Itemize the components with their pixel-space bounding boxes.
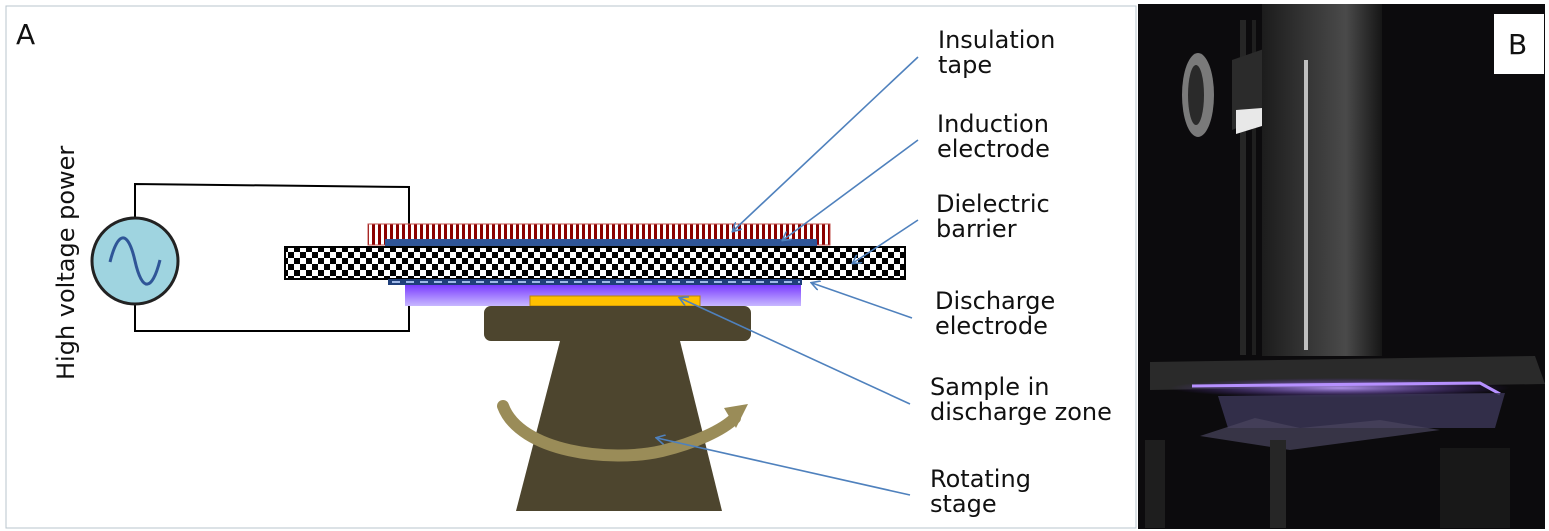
panel-b-label-box	[1494, 14, 1544, 74]
high-voltage-power-label: High voltage power	[52, 146, 80, 380]
upper-wire	[134, 182, 410, 246]
photo-stage-right	[1440, 448, 1510, 528]
photo-pillar	[1262, 4, 1382, 356]
circuit-wires	[134, 182, 410, 332]
label-stage-1: Rotating	[930, 465, 1031, 493]
label-induction-1: Induction	[937, 110, 1049, 138]
arrow-insulation-tape	[733, 56, 919, 231]
arrow-sample	[680, 298, 911, 405]
label-discharge-2: electrode	[935, 312, 1048, 340]
photo-pillar-highlight	[1304, 60, 1308, 350]
panel-b-photo: B	[1138, 4, 1545, 529]
photo-stage-left	[1145, 440, 1165, 528]
photo-plasma-line	[1191, 381, 1501, 396]
label-dielectric-2: barrier	[936, 215, 1017, 243]
photo-bracket-highlight	[1236, 108, 1262, 134]
arrow-induction-electrode	[783, 139, 919, 240]
panel-a-letter: A	[16, 18, 35, 51]
sample	[529, 295, 701, 307]
rotation-arrow-icon	[497, 400, 748, 462]
leader-arrows	[657, 56, 919, 496]
photo-rail	[1252, 20, 1256, 355]
label-sample-2: discharge zone	[930, 398, 1112, 426]
photo-rail	[1240, 20, 1246, 355]
dielectric-barrier	[284, 246, 906, 280]
photo-sample-tray	[1200, 418, 1440, 450]
photo-knob-center	[1188, 65, 1204, 125]
label-dielectric-1: Dielectric	[936, 190, 1050, 218]
arrow-rotating-stage	[657, 438, 911, 496]
discharge-electrode	[388, 279, 802, 285]
lower-wire	[134, 282, 410, 332]
panel-b-letter: B	[1508, 28, 1527, 61]
arrow-dielectric-barrier	[853, 219, 919, 263]
photo-discharge-zone	[1218, 393, 1505, 428]
label-discharge-1: Discharge	[935, 287, 1055, 315]
label-insulation-2: tape	[938, 51, 992, 79]
rotating-stage	[484, 306, 751, 511]
ac-power-source-icon	[90, 216, 180, 306]
label-sample-1: Sample in	[930, 373, 1050, 401]
arrow-discharge-electrode	[812, 283, 913, 319]
label-stage-2: stage	[930, 490, 997, 518]
panel-a: A High voltage power	[5, 5, 1137, 529]
label-insulation-1: Insulation	[938, 26, 1055, 54]
label-induction-2: electrode	[937, 135, 1050, 163]
induction-electrode	[385, 239, 817, 247]
photo-stage-post	[1270, 440, 1286, 528]
component-labels: Insulation tape Induction electrode Diel…	[930, 26, 1112, 518]
